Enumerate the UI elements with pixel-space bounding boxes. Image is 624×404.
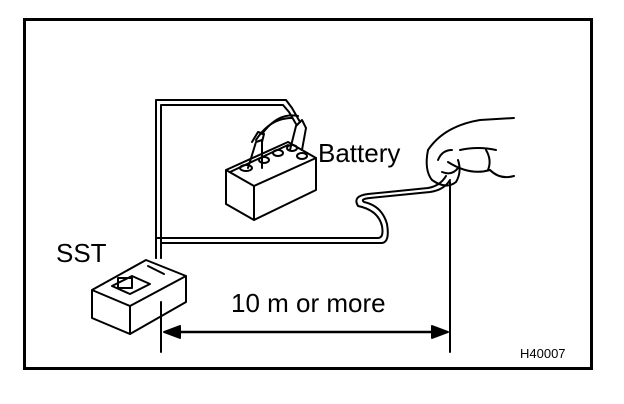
hand-icon [425, 117, 515, 187]
remote-cable [155, 175, 451, 259]
battery-label: Battery [318, 138, 401, 168]
sst-label: SST [56, 238, 107, 268]
battery-cable [155, 99, 301, 259]
battery-icon [225, 114, 317, 221]
figure-code: H40007 [520, 346, 566, 361]
distance-label: 10 m or more [231, 288, 386, 318]
distance-arrow [163, 325, 449, 339]
dimension-lines [160, 181, 451, 353]
sst-box-icon [91, 259, 187, 335]
